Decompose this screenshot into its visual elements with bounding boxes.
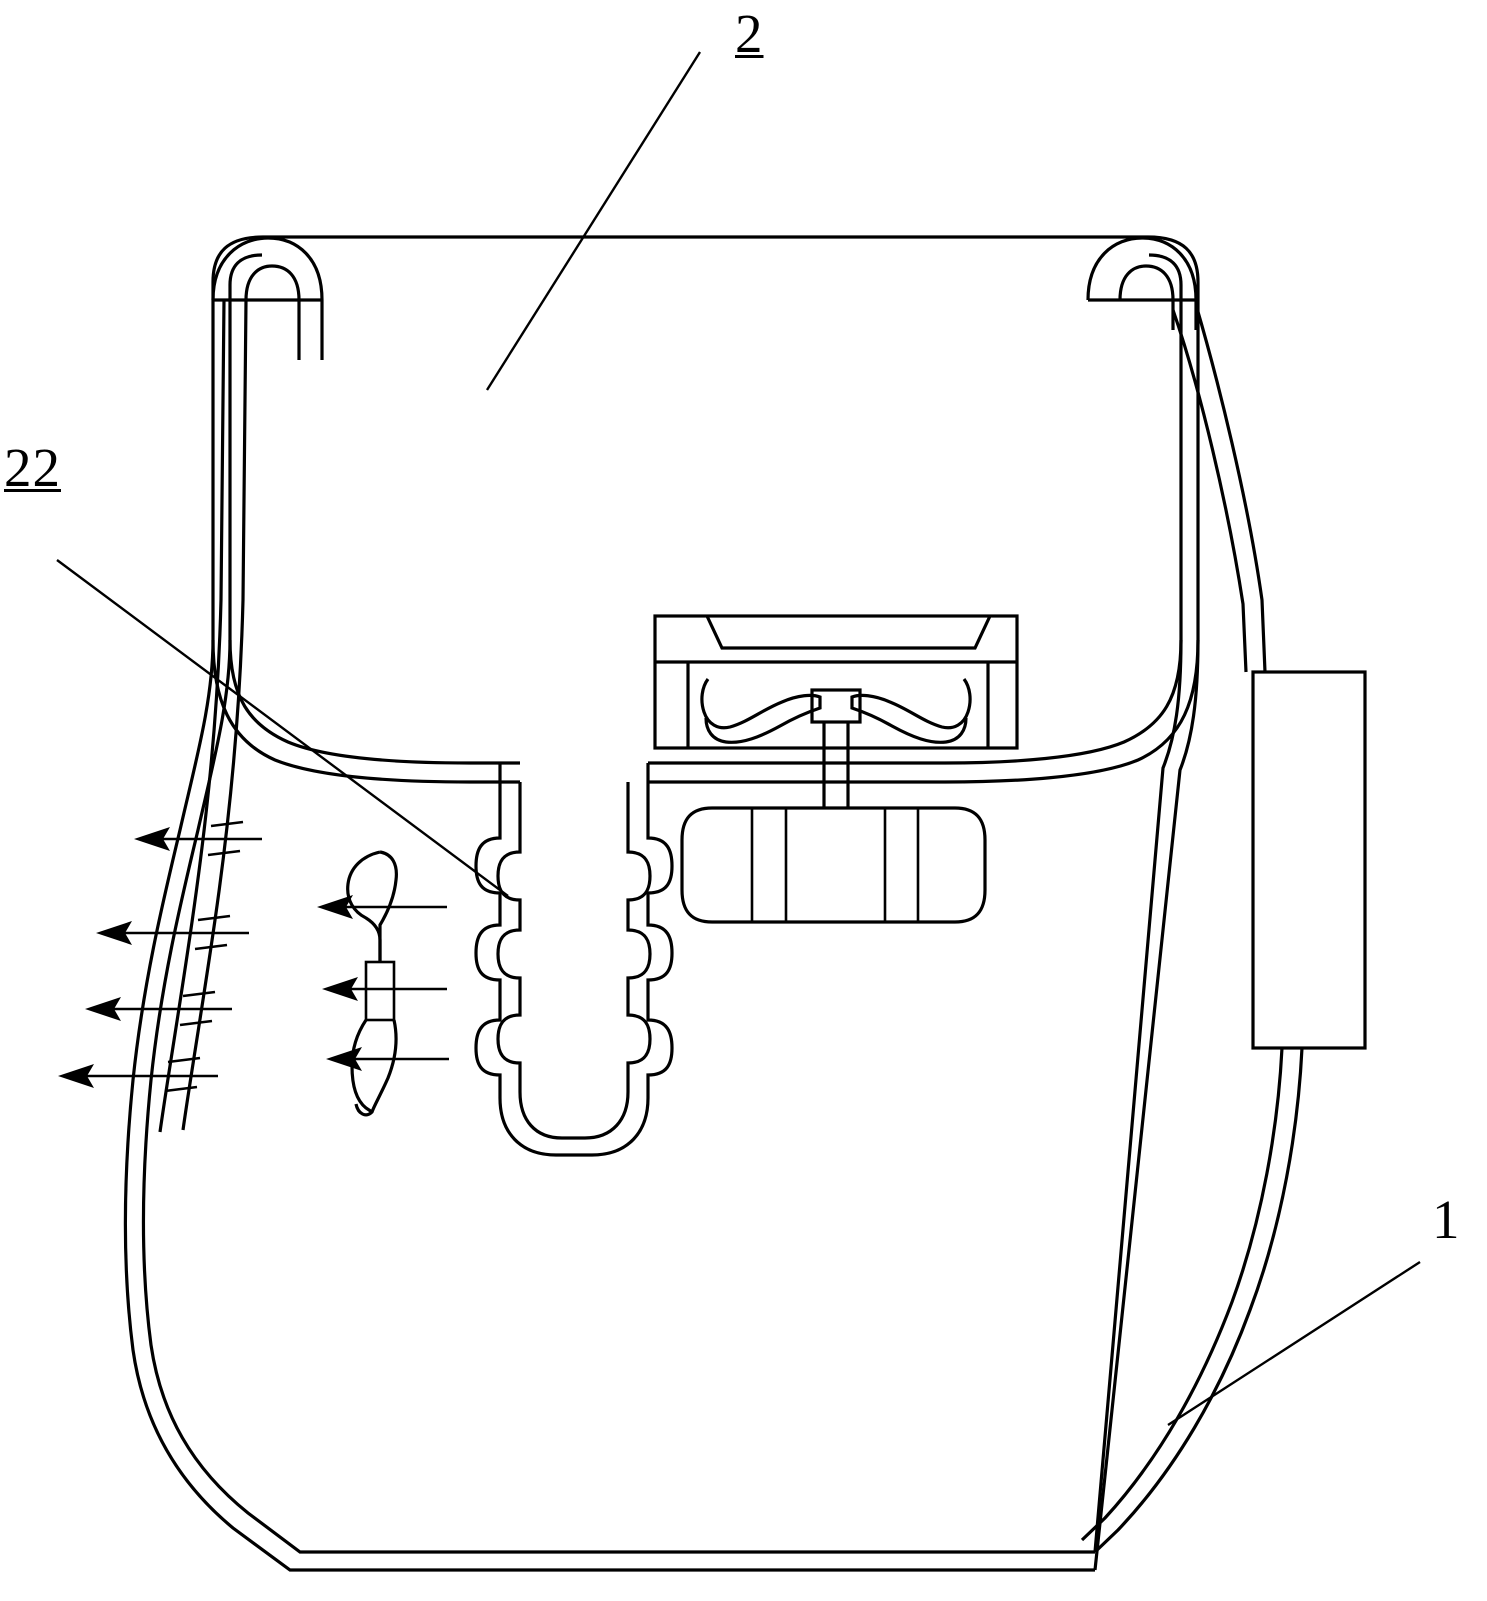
fan-housing [653, 614, 1019, 750]
strap-left-band-edge-b [158, 299, 226, 1133]
wavy-element-top-right-lobe [378, 850, 398, 962]
fan-shaft [822, 722, 850, 808]
bag-lower-left-profile-inner [228, 639, 520, 765]
vent-slot-1-top [210, 820, 244, 828]
vent-slot-1 [207, 820, 244, 857]
bag-outer-left-and-bottom [123, 235, 1095, 1572]
vent-slots-outer-wall [164, 820, 244, 1093]
strap-right-inner-arch [1118, 264, 1175, 330]
fan-housing-outline [653, 614, 1019, 750]
vent-slot-3-bottom [179, 1019, 213, 1027]
strap-right-band-edge-b-lower [1080, 1047, 1284, 1542]
bag-inner-left-and-bottom [141, 253, 1095, 1554]
vent-slot-1-bottom [207, 849, 241, 857]
ribbed-channel-outer-wall [474, 763, 674, 1157]
reference-label-2: 2 [735, 3, 764, 64]
airflow-arrow-inner-3 [326, 1047, 449, 1071]
airflow-arrow-outer-1-head [134, 827, 170, 851]
airflow-arrow-inner-2 [322, 977, 447, 1001]
battery-pack [680, 806, 987, 924]
ribbed-channel-inner-wall [496, 782, 652, 1140]
vent-slot-4 [164, 1056, 201, 1093]
strap-left-inner-arch [244, 264, 301, 360]
fan-housing-lid-trapezoid [705, 615, 992, 650]
airflow-arrow-outer-4-head [58, 1064, 94, 1088]
strap-right-band-edge-a-upper [1194, 304, 1267, 673]
bag-lower-right-profile [648, 639, 1200, 784]
vent-slot-2 [194, 914, 231, 951]
airflow-arrow-inner-2-head [322, 977, 358, 1001]
strap-right-outer-arch [1086, 236, 1198, 330]
reference-label-1: 1 [1432, 1189, 1461, 1250]
vent-slot-3 [179, 990, 216, 1027]
leader-lines [56, 51, 1421, 1427]
vent-slot-4-bottom [164, 1085, 198, 1093]
control-box-outline [1251, 670, 1367, 1050]
airflow-arrow-inner-3-head [326, 1047, 362, 1071]
strap-left-band-edge-a [181, 299, 248, 1131]
wavy-element-vent-slot [364, 960, 396, 1022]
bag-lower-right-profile-inner [648, 639, 1183, 765]
control-box [1251, 670, 1367, 1050]
airflow-arrow-inner-1-head [317, 895, 353, 919]
shoulder-strap-left [158, 236, 324, 1133]
airflow-arrow-inner-1 [317, 895, 447, 919]
leader-line-label-22 [56, 559, 509, 897]
leader-line-label-1 [1167, 1260, 1421, 1427]
fan-blade-left [700, 678, 822, 744]
vent-slot-3-top [182, 990, 216, 998]
shoulder-strap-right [1080, 236, 1304, 1554]
vent-slot-2-bottom [194, 943, 228, 951]
fan-blade-right [850, 678, 972, 744]
reference-label-22: 22 [4, 437, 61, 498]
strap-left-outer-arch [211, 236, 324, 360]
ribbed-inner-channel [474, 763, 674, 1157]
airflow-arrow-outer-2-head [96, 921, 132, 945]
airflow-arrow-outer-2 [96, 921, 249, 945]
airflow-arrows-outer [58, 827, 262, 1088]
airflow-arrow-outer-1 [134, 827, 262, 851]
leader-line-label-2 [485, 51, 702, 391]
airflow-arrow-outer-3 [85, 997, 232, 1021]
bag-inner-right [1093, 253, 1183, 1553]
fan-hub [810, 688, 862, 724]
strap-right-band-edge-a-lower [1093, 1047, 1304, 1554]
airflow-arrows-inner [317, 895, 449, 1071]
vent-slot-2-top [197, 914, 231, 922]
vent-slot-4-top [167, 1056, 201, 1064]
wavy-airflow-element [346, 850, 398, 1117]
wavy-element-bottom-right-lobe [354, 1019, 398, 1117]
airflow-arrow-outer-4 [58, 1064, 218, 1088]
strap-right-band-edge-b-upper [1171, 309, 1248, 673]
airflow-arrow-outer-3-head [85, 997, 121, 1021]
battery-pack-outline [680, 806, 987, 924]
bag-lower-left-profile [211, 639, 520, 784]
bag-main-body [123, 235, 1200, 1572]
